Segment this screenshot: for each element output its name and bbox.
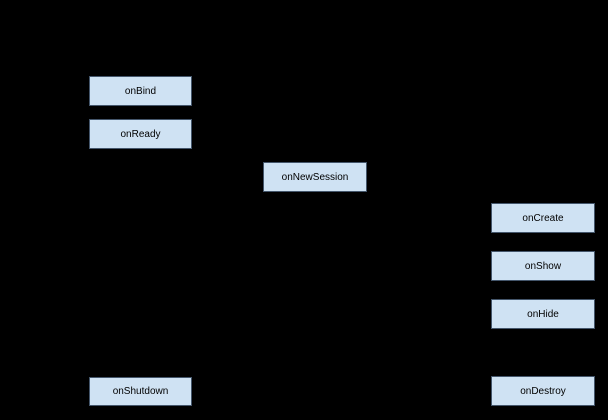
diagram-node-oncreate: onCreate xyxy=(491,203,595,233)
diagram-node-onready: onReady xyxy=(89,119,192,149)
diagram-node-ondestroy: onDestroy xyxy=(491,376,595,406)
diagram-node-onhide: onHide xyxy=(491,299,595,329)
node-label-onnewsession: onNewSession xyxy=(281,171,349,183)
node-label-onhide: onHide xyxy=(527,308,559,320)
node-label-oncreate: onCreate xyxy=(522,212,564,224)
node-label-onshutdown: onShutdown xyxy=(112,386,169,397)
diagram-node-onshutdown: onShutdown xyxy=(89,377,192,406)
diagram-node-onshow: onShow xyxy=(491,251,595,281)
node-label-onshow: onShow xyxy=(524,260,562,272)
node-label-onbind: onBind xyxy=(124,85,157,97)
node-label-ondestroy: onDestroy xyxy=(520,385,566,397)
node-label-onready: onReady xyxy=(120,128,161,140)
diagram-node-onbind: onBind xyxy=(89,76,192,106)
diagram-node-onnewsession: onNewSession xyxy=(263,162,367,192)
